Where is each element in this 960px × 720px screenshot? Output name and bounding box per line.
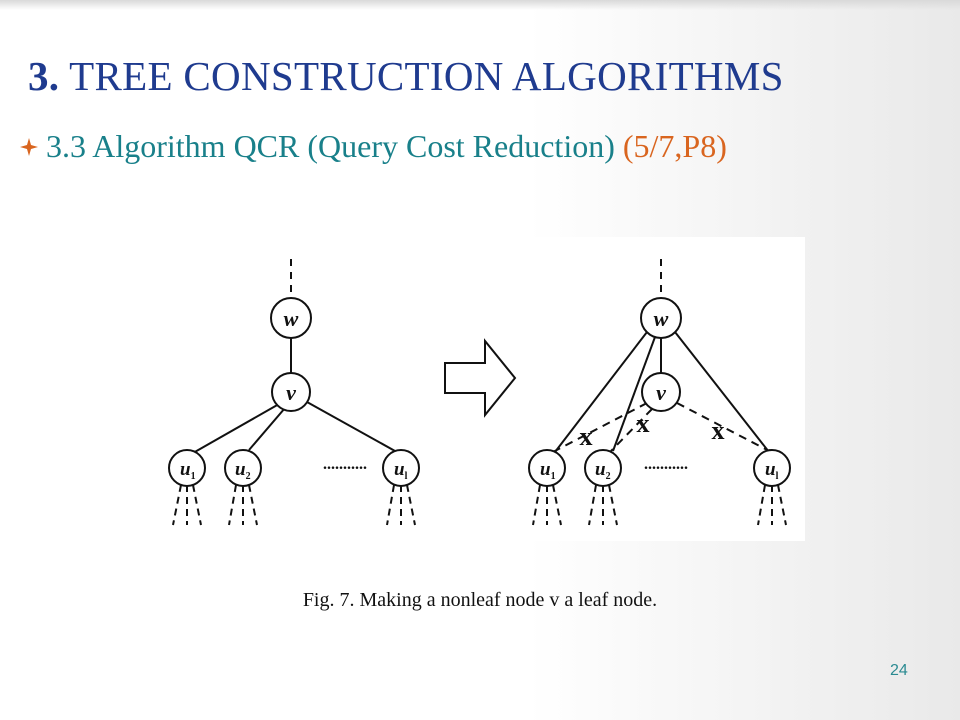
subtitle-extra: (5/7,P8): [622, 128, 727, 164]
right-label-ul: ul: [765, 459, 779, 482]
right-leg-lines: [532, 484, 787, 526]
left-edge-v-u1: [192, 403, 280, 454]
right-label-u2: u2: [595, 459, 611, 482]
right-label-u1: u1: [540, 459, 556, 482]
right-node-w: [640, 297, 682, 339]
subtitle: 3.3 Algorithm QCR (Query Cost Reduction)…: [20, 128, 727, 165]
figure-diagram: w v u1 u2 ul ...........: [147, 237, 805, 541]
left-tree-labels: w v u1 u2 ul ...........: [180, 306, 408, 482]
right-node-ul: [753, 449, 791, 487]
left-label-v: v: [286, 380, 296, 405]
left-edge-v-u2: [248, 407, 286, 451]
left-tree: [168, 259, 420, 526]
left-node-v: [271, 372, 311, 412]
right-node-u2: [584, 449, 622, 487]
title-text: TREE CONSTRUCTION ALGORITHMS: [69, 53, 784, 99]
left-ellipsis: ...........: [323, 456, 367, 473]
top-shade: [0, 0, 960, 10]
right-removed-edges: [550, 402, 774, 454]
left-node-ul: [382, 449, 420, 487]
left-edge-v-ul: [306, 401, 396, 452]
slide-title: 3. TREE CONSTRUCTION ALGORITHMS: [28, 52, 784, 100]
tree-diagram: w v u1 u2 ul ...........: [168, 259, 791, 526]
right-node-u1: [528, 449, 566, 487]
subtitle-main: 3.3 Algorithm QCR (Query Cost Reduction): [46, 128, 615, 164]
right-label-v: v: [656, 380, 666, 405]
left-node-w: [270, 297, 312, 339]
right-tree: [528, 259, 791, 526]
right-label-w: w: [654, 306, 669, 331]
left-leg-lines: [172, 484, 416, 526]
title-number: 3.: [28, 53, 60, 99]
cut-mark-1-icon: x: [580, 422, 593, 451]
right-ellipsis: ...........: [644, 456, 688, 473]
page-number: 24: [890, 662, 908, 679]
figure-caption: Fig. 7. Making a nonleaf node v a leaf n…: [302, 589, 658, 611]
left-node-u1: [168, 449, 206, 487]
right-tree-labels: w v u1 u2 ul ...........: [540, 306, 779, 482]
transform-arrow-icon: [444, 338, 517, 418]
right-edge-w-u2: [612, 336, 656, 452]
right-node-v: [641, 372, 681, 412]
cut-marks: x x x: [580, 409, 725, 451]
cut-mark-3-icon: x: [712, 416, 725, 445]
left-node-u2: [224, 449, 262, 487]
diamond-bullet-icon: [20, 137, 38, 156]
left-label-u2: u2: [235, 459, 251, 482]
right-edge-w-u1: [554, 331, 648, 453]
left-label-ul: ul: [394, 459, 408, 482]
left-label-u1: u1: [180, 459, 196, 482]
left-label-w: w: [284, 306, 299, 331]
right-edge-w-ul: [674, 331, 770, 453]
cut-mark-2-icon: x: [637, 409, 650, 438]
